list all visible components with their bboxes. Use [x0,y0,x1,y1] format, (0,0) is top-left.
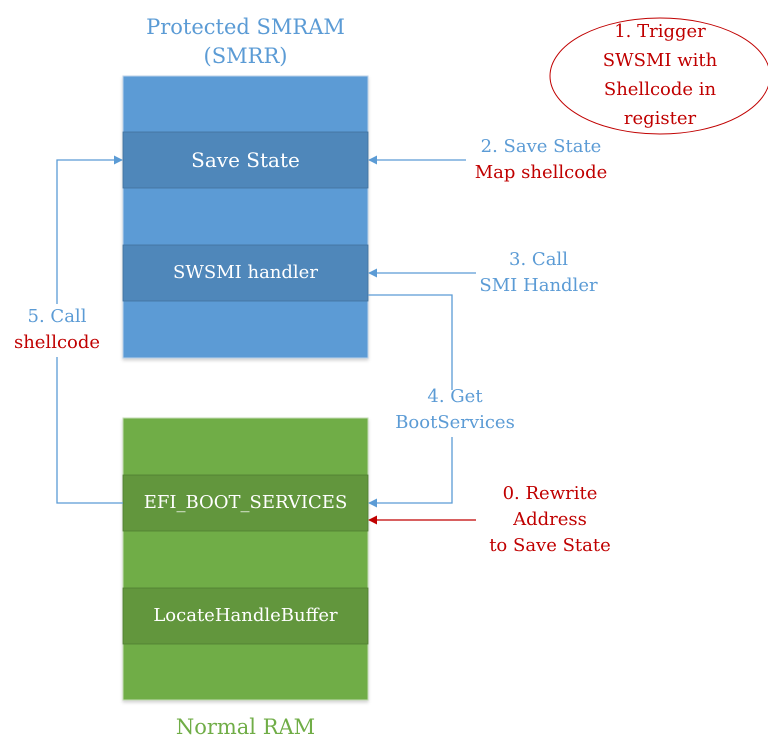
step5-arrow-lower [56,357,123,504]
step5-arrow [56,155,123,304]
step1-line2: SWSMI with [602,50,718,71]
step5-line2: shellcode [13,332,101,353]
step2-label: 2. Save State Map shellcode [466,134,616,186]
save-state-band [122,131,369,189]
step1-line3: Shellcode in [603,79,717,100]
step3-line2: SMI Handler [479,275,598,296]
step4-line2: BootServices [395,412,515,433]
smram-block [122,75,369,359]
swsmi-handler-label: SWSMI handler [173,262,318,283]
step4-arrow-lower [368,437,453,508]
step0-line1: 0. Rewrite [502,483,598,504]
step1-line4: register [623,108,697,129]
efi-boot-services-band [122,474,369,532]
normal-ram-title: Normal RAM [175,715,316,739]
smram-title-line1: Protected SMRAM [146,15,345,39]
swsmi-handler-band [122,244,369,302]
step3-label: 3. Call SMI Handler [466,247,611,299]
step4-label: 4. Get BootServices [385,384,525,436]
locate-handle-buffer-label: LocateHandleBuffer [153,605,338,626]
normal-ram-block [122,417,369,701]
step1-label: 1. Trigger SWSMI with Shellcode in regis… [560,17,760,133]
efi-boot-services-label: EFI_BOOT_SERVICES [143,492,348,513]
step5-line1: 5. Call [27,306,87,327]
step1-ellipse [549,17,768,135]
step4-arrow [368,294,453,390]
smram-box [122,75,369,359]
locate-handle-buffer-band [122,587,369,645]
smram-title: Protected SMRAM (SMRR) [123,13,368,71]
step0-label: 0. Rewrite Address to Save State [480,481,620,559]
smram-title-line2: (SMRR) [203,44,288,68]
step2-line2: Map shellcode [474,162,608,183]
step4-line1: 4. Get [427,386,483,407]
step3-line1: 3. Call [509,249,568,270]
step5-label: 5. Call shellcode [2,304,112,356]
save-state-label: Save State [191,148,300,172]
step0-line3: to Save State [489,535,611,556]
normal-ram-box [122,417,369,701]
step1-line1: 1. Trigger [614,21,706,42]
step2-line1: 2. Save State [480,136,602,157]
step0-line2: Address [513,509,587,530]
